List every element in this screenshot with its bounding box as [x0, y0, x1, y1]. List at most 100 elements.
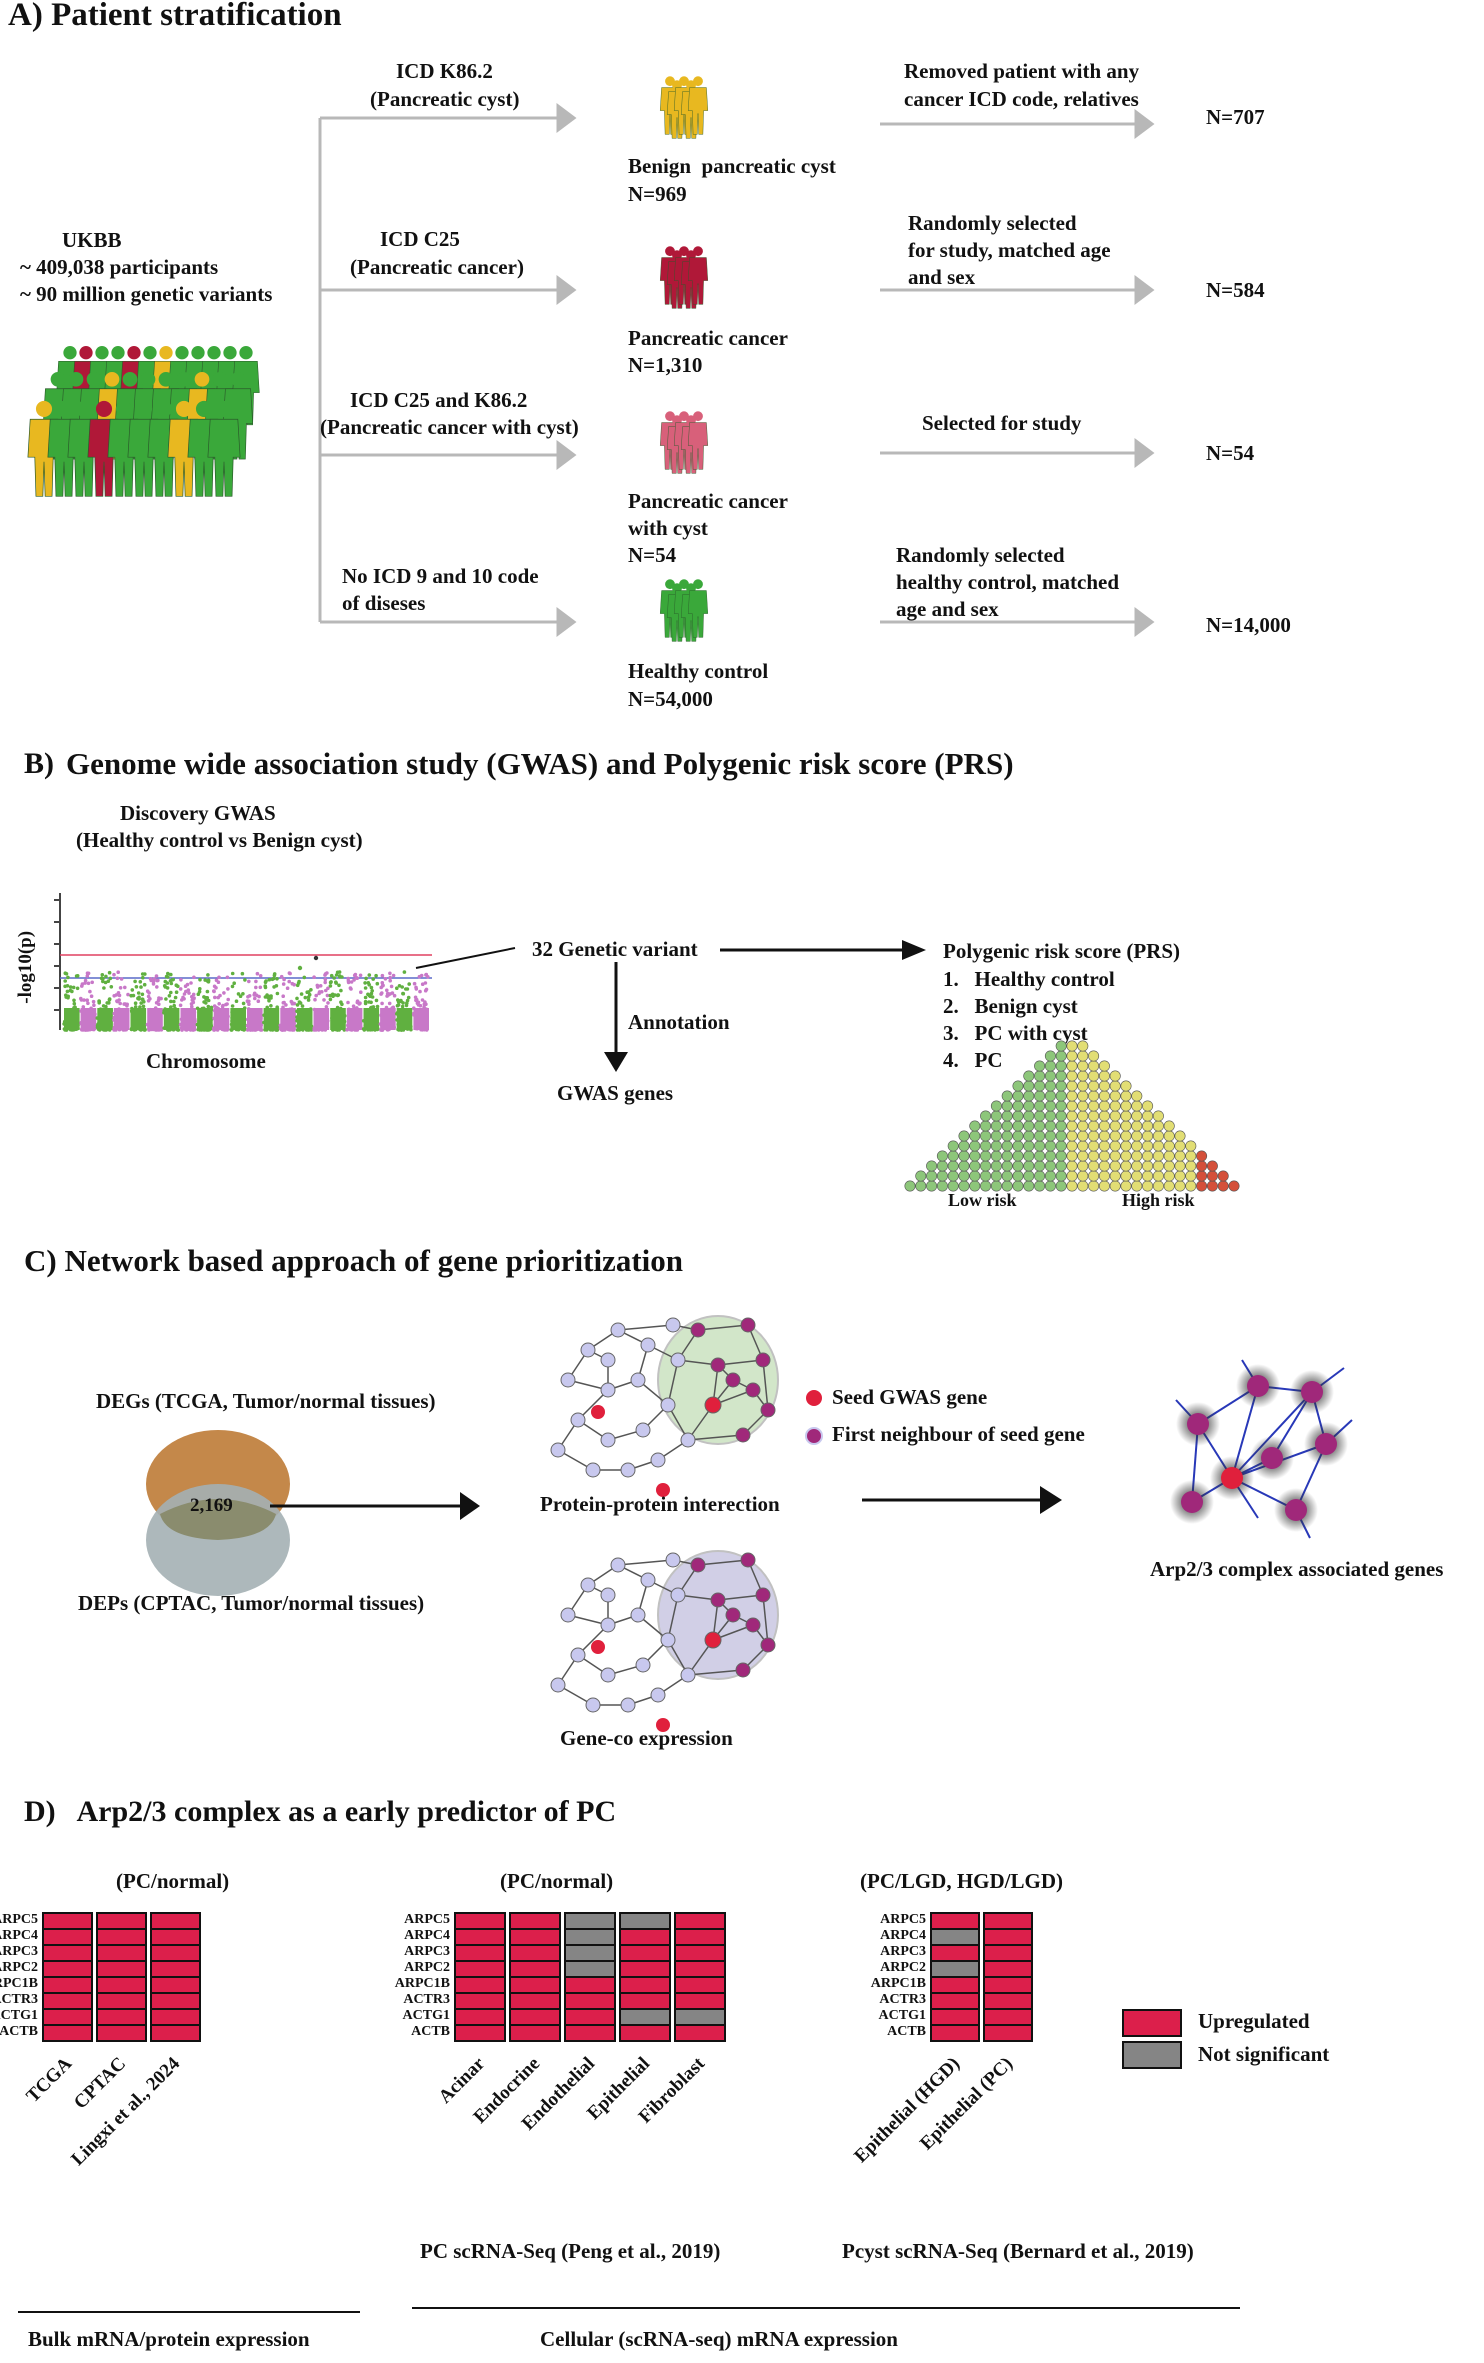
gene-label: ARPC3	[404, 1944, 450, 1959]
branch-4-code: No ICD 9 and 10 code	[342, 564, 539, 588]
gene-label: ACTR3	[0, 1992, 38, 2007]
cluster-highlight	[657, 1550, 779, 1680]
prs-dot	[1077, 1040, 1089, 1052]
heatmap-2-title: (PC/normal)	[500, 1869, 614, 1893]
bernard-subtitle: Pcyst scRNA-Seq (Bernard et al., 2019)	[842, 2239, 1194, 2263]
coexp-label: Gene-co expression	[560, 1726, 733, 1750]
branch-4-group-n: N=54,000	[628, 687, 713, 711]
legend-upregulated-swatch	[1122, 2009, 1182, 2037]
network-node	[635, 1657, 651, 1673]
network-node	[640, 1337, 656, 1353]
prs-dot	[936, 1150, 948, 1162]
branch-1-final-n: N=707	[1206, 105, 1265, 129]
network-node	[560, 1372, 576, 1388]
network-node	[580, 1342, 596, 1358]
prs-dot	[947, 1140, 959, 1152]
chromosome-12-points	[245, 971, 264, 1032]
gene-label: ARPC4	[404, 1928, 450, 1943]
group-icon-4	[659, 579, 709, 642]
prs-dot	[980, 1110, 992, 1122]
gene-label: ARPC2	[404, 1960, 450, 1975]
heatmap-cell	[930, 2024, 980, 2042]
chromosome-20-points	[378, 971, 397, 1032]
heatmap-cell	[454, 2024, 506, 2042]
panel-d-title: D) Arp2/3 complex as a early predictor o…	[24, 1795, 617, 1828]
heatmap-1-title: (PC/normal)	[116, 1869, 230, 1893]
branch-4-selection-2: healthy control, matched	[896, 570, 1120, 594]
gene-label: ACTG1	[402, 2008, 450, 2023]
legend-not-significant-label: Not significant	[1198, 2042, 1330, 2066]
network-node	[600, 1352, 616, 1368]
panel-b-title: Genome wide association study (GWAS) and…	[66, 746, 1014, 781]
prs-dot	[990, 1100, 1002, 1112]
degs-label: DEGs (TCGA, Tumor/normal tissues)	[96, 1389, 436, 1413]
heatmap-3-title: (PC/LGD, HGD/LGD)	[860, 1869, 1063, 1893]
network-node	[560, 1607, 576, 1623]
peak-point	[313, 955, 319, 961]
branch-3-group-2: with cyst	[628, 516, 708, 540]
neighbour-node	[755, 1587, 771, 1603]
chromosome-19-points	[361, 973, 380, 1032]
neighbour-node	[690, 1322, 706, 1338]
network-node	[635, 1422, 651, 1438]
branch-2-selection-2: for study, matched age	[908, 238, 1111, 262]
network-node	[570, 1647, 586, 1663]
prs-dot	[1120, 1080, 1132, 1092]
prs-dot	[904, 1180, 916, 1192]
branch-1-code-desc: (Pancreatic cyst)	[370, 87, 520, 111]
chromosome-1-points	[62, 971, 80, 1032]
network-node	[620, 1697, 636, 1713]
neighbour-gene-marker	[805, 1427, 823, 1445]
neighbour-node	[690, 1557, 706, 1573]
prs-dot	[1217, 1170, 1229, 1182]
footer-cellular: Cellular (scRNA-seq) mRNA expression	[540, 2327, 898, 2351]
branch-1-group: Benign pancreatic cyst	[628, 154, 836, 178]
legend-upregulated-label: Upregulated	[1198, 2009, 1310, 2033]
prs-dot	[1152, 1110, 1164, 1122]
chromosome-8-points	[178, 975, 197, 1032]
network-node	[600, 1432, 616, 1448]
chromosome-17-points	[328, 970, 347, 1032]
branch-1-group-n: N=969	[628, 182, 687, 206]
heatmap-cell	[42, 2024, 93, 2042]
network-node	[600, 1382, 616, 1398]
seed-node	[656, 1483, 670, 1497]
participants-label: ~ 409,038 participants	[20, 255, 219, 279]
prs-dot	[1012, 1080, 1024, 1092]
branch-3-selection: Selected for study	[922, 411, 1082, 435]
prs-dot	[926, 1160, 938, 1172]
prs-dot	[1142, 1100, 1154, 1112]
chromosome-5-points	[129, 972, 147, 1032]
network-node	[670, 1352, 686, 1368]
chromosome-2-points	[79, 971, 97, 1032]
group-person-icon	[687, 76, 709, 135]
prs-dot	[958, 1130, 970, 1142]
branch-4-code-desc: of diseses	[342, 591, 426, 615]
prs-dot	[1023, 1070, 1035, 1082]
chromosome-6-points	[145, 974, 164, 1032]
network-node	[585, 1697, 601, 1713]
legend-not-significant-swatch	[1122, 2041, 1182, 2069]
variants-label: ~ 90 million genetic variants	[20, 282, 273, 306]
deps-label: DEPs (CPTAC, Tumor/normal tissues)	[78, 1591, 425, 1615]
legend-seed-label: Seed GWAS gene	[832, 1385, 988, 1409]
neighbour-node	[735, 1427, 751, 1443]
gene-label: ACTB	[411, 2024, 450, 2039]
seed-gene-marker	[806, 1390, 822, 1406]
branch-1-code: ICD K86.2	[396, 59, 493, 83]
ppi-label: Protein-protein interection	[540, 1492, 780, 1516]
network-node	[580, 1577, 596, 1593]
chromosome-22-points	[412, 972, 430, 1032]
venn-overlap-count: 2,169	[190, 1495, 233, 1516]
branch-3-final-n: N=54	[1206, 441, 1255, 465]
cluster-highlight	[657, 1315, 779, 1445]
gene-label: ARPC4	[880, 1928, 926, 1943]
prs-dot	[1185, 1140, 1197, 1152]
